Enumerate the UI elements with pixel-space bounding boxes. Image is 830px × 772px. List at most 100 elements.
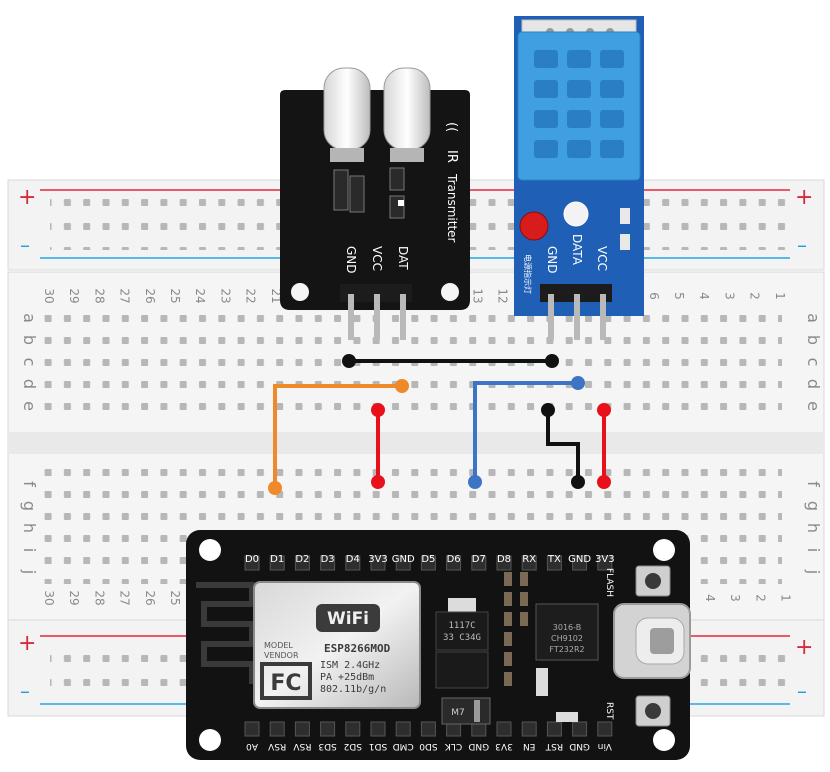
top-pin-label: D0 <box>245 554 259 565</box>
bottom-header-pin <box>597 721 613 737</box>
column-number: 30 <box>42 288 56 303</box>
wire-dht-gnd <box>546 410 580 482</box>
ir-pin-dat <box>400 294 406 340</box>
top-rail-minus-left: – <box>20 233 30 257</box>
bottom-pin-label: Vin <box>598 741 612 751</box>
wires <box>268 354 611 495</box>
row-letter: i <box>20 548 39 552</box>
column-number: 1 <box>779 594 793 602</box>
column-number: 29 <box>67 288 81 303</box>
ir-module-label-transmitter: Transmitter <box>445 173 459 243</box>
column-number: 27 <box>118 590 132 605</box>
usb-chip-label: 3016-B <box>553 623 581 632</box>
dht-pin-vcc-label: VCC <box>595 246 609 271</box>
top-header-pin <box>597 555 613 571</box>
bottom-pin-label: A0 <box>246 741 258 751</box>
top-pin-label: RX <box>522 554 536 565</box>
column-number: 4 <box>697 292 711 300</box>
wire-ir-vcc-end-b <box>371 475 385 489</box>
row-letter: b <box>20 335 39 345</box>
top-header-pin <box>244 555 260 571</box>
bottom-pin-label: GND <box>569 741 590 751</box>
usb-serial-chip <box>535 603 599 661</box>
usb-chip-label-3: FT232R2 <box>549 645 584 654</box>
bottom-pin-label: RSV <box>292 741 311 751</box>
top-pin-label: D3 <box>321 554 335 565</box>
top-header-pin <box>370 555 386 571</box>
ir-pin-gnd <box>348 294 354 340</box>
column-number: 6 <box>647 292 661 300</box>
top-pin-label: D6 <box>447 554 461 565</box>
bottom-header-pin <box>420 721 436 737</box>
top-pin-label: 3V3 <box>368 554 388 565</box>
row-letter: a <box>20 313 39 323</box>
bottom-header-pin <box>269 721 285 737</box>
ir-pin-gnd-label: GND <box>344 246 358 274</box>
bottom-header-pin <box>546 721 562 737</box>
bottom-pin-label: GND <box>468 741 489 751</box>
module-name: ESP8266MOD <box>324 642 391 655</box>
voltage-regulator <box>435 611 489 651</box>
row-letter: c <box>804 358 823 367</box>
top-rail-minus-right: – <box>797 233 807 257</box>
wire-dht-vcc-end-a <box>597 403 611 417</box>
wire-ir-data <box>273 384 402 488</box>
bottom-pin-label: SD0 <box>419 741 438 751</box>
bottom-pin-label: SD1 <box>369 741 387 751</box>
wire-dht-data-end-a <box>571 376 585 390</box>
top-rail-plus-right: + <box>795 185 813 210</box>
row-letter: i <box>804 548 823 552</box>
dht-side-text: 电源指示灯 <box>523 254 533 294</box>
top-header-pin <box>320 555 336 571</box>
row-letter: d <box>20 379 39 389</box>
column-number: 1 <box>773 292 787 300</box>
ir-module-signal-icon: (( <box>444 122 459 132</box>
bottom-rail-plus-left: + <box>18 631 36 656</box>
fc-logo <box>260 662 312 700</box>
bottom-header-pin <box>244 721 260 737</box>
dht-pin-data-label: DATA <box>570 234 584 266</box>
top-header-pin <box>546 555 562 571</box>
top-header-pin <box>521 555 537 571</box>
wire-ir-vcc-end-a <box>371 403 385 417</box>
bottom-header-pin <box>395 721 411 737</box>
bottom-pin-label: 3V3 <box>495 741 513 751</box>
wire-ir-data-end-a <box>395 379 409 393</box>
diode-label: M7 <box>451 708 465 718</box>
top-header-pin <box>496 555 512 571</box>
bottom-pin-header <box>244 721 613 737</box>
wire-dht-data-end-b <box>468 475 482 489</box>
fc-logo-text: FC <box>270 671 301 696</box>
top-pin-label: GND <box>392 554 415 565</box>
column-number: 22 <box>244 288 258 303</box>
row-letter: e <box>20 401 39 411</box>
column-number: 28 <box>92 288 106 303</box>
top-header-pin <box>420 555 436 571</box>
top-pin-label: D2 <box>295 554 309 565</box>
top-header-pin <box>446 555 462 571</box>
bottom-header-pin <box>345 721 361 737</box>
bottom-rail-minus-right: – <box>797 679 807 703</box>
wire-gnd-link-end-a <box>342 354 356 368</box>
row-letter: d <box>804 379 823 389</box>
column-number: 24 <box>193 288 207 303</box>
column-number: 3 <box>722 292 736 300</box>
bottom-rail-minus-left: – <box>20 679 30 703</box>
row-letter: h <box>804 523 823 533</box>
bottom-header-pin <box>320 721 336 737</box>
wire-dht-vcc-end-b <box>597 475 611 489</box>
wire-ir-data-end-b <box>268 481 282 495</box>
column-number: 26 <box>143 288 157 303</box>
row-letter: c <box>20 358 39 367</box>
top-pin-header <box>244 555 613 571</box>
top-pin-label: D4 <box>346 554 360 565</box>
column-number: 23 <box>218 288 232 303</box>
bottom-header-pin <box>294 721 310 737</box>
column-number: 2 <box>748 292 762 300</box>
bottom-pin-label: RSV <box>267 741 286 751</box>
